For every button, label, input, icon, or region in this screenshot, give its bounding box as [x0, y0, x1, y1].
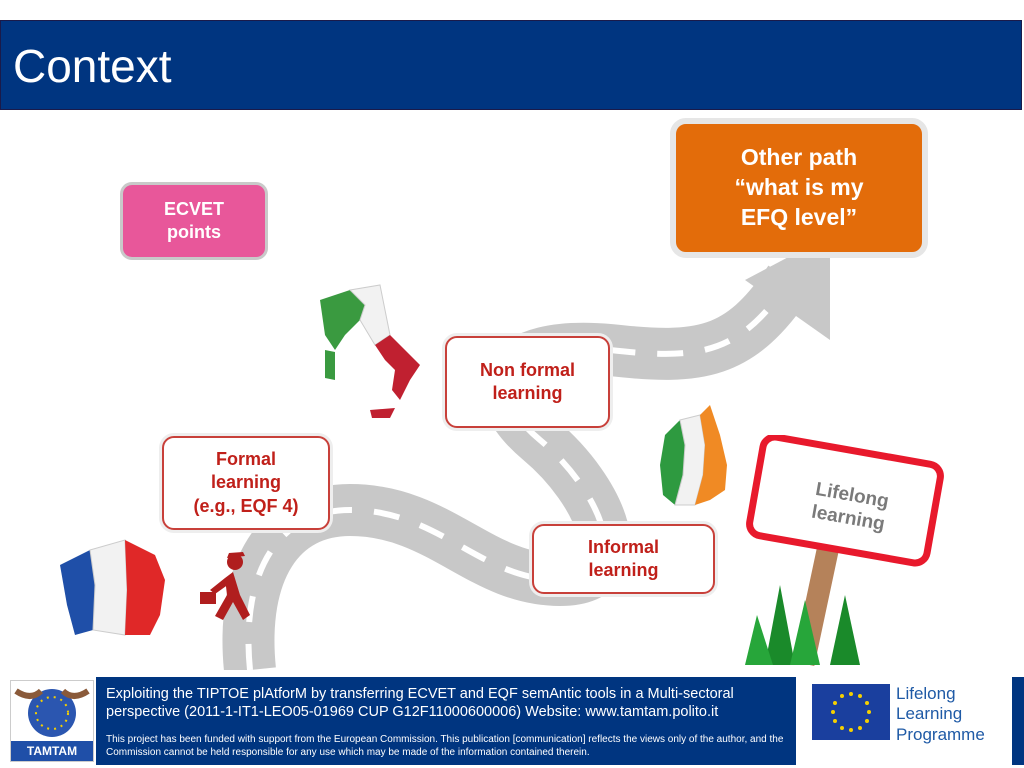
eu-disclaimer: This project has been funded with suppor… [106, 734, 784, 758]
ireland-map-icon [660, 405, 727, 506]
project-description: Exploiting the TIPTOE plAtforM by transf… [106, 686, 734, 721]
france-map-icon [60, 539, 165, 636]
italy-map-icon [320, 284, 420, 418]
globe-hands-icon [14, 688, 90, 737]
context-diagram: Lifelong learning ECVET points Other pat… [0, 110, 1024, 670]
page-title: Context [13, 40, 172, 92]
title-bar: Context [0, 20, 1022, 110]
footer-right-strip [1012, 677, 1024, 765]
ecvet-points-box: ECVET points [120, 182, 268, 260]
lifelong-learning-programme-label: Lifelong Learning Programme [896, 684, 985, 744]
eu-flag-icon [812, 684, 890, 740]
other-path-box: Other path “what is my EFQ level” [670, 118, 928, 258]
walking-person-icon [200, 552, 250, 620]
sign-post-icon [745, 435, 944, 666]
footer-info-panel: Exploiting the TIPTOE plAtforM by transf… [96, 677, 796, 765]
formal-learning-box: Formal learning (e.g., EQF 4) [162, 436, 330, 530]
tamtam-logo: TAMTAM [10, 680, 94, 762]
tamtam-logo-text: TAMTAM [11, 741, 93, 761]
informal-learning-box: Informal learning [532, 524, 715, 594]
non-formal-learning-box: Non formal learning [445, 336, 610, 428]
footer: TAMTAM Exploiting the TIPTOE plAtforM by… [0, 672, 1024, 768]
